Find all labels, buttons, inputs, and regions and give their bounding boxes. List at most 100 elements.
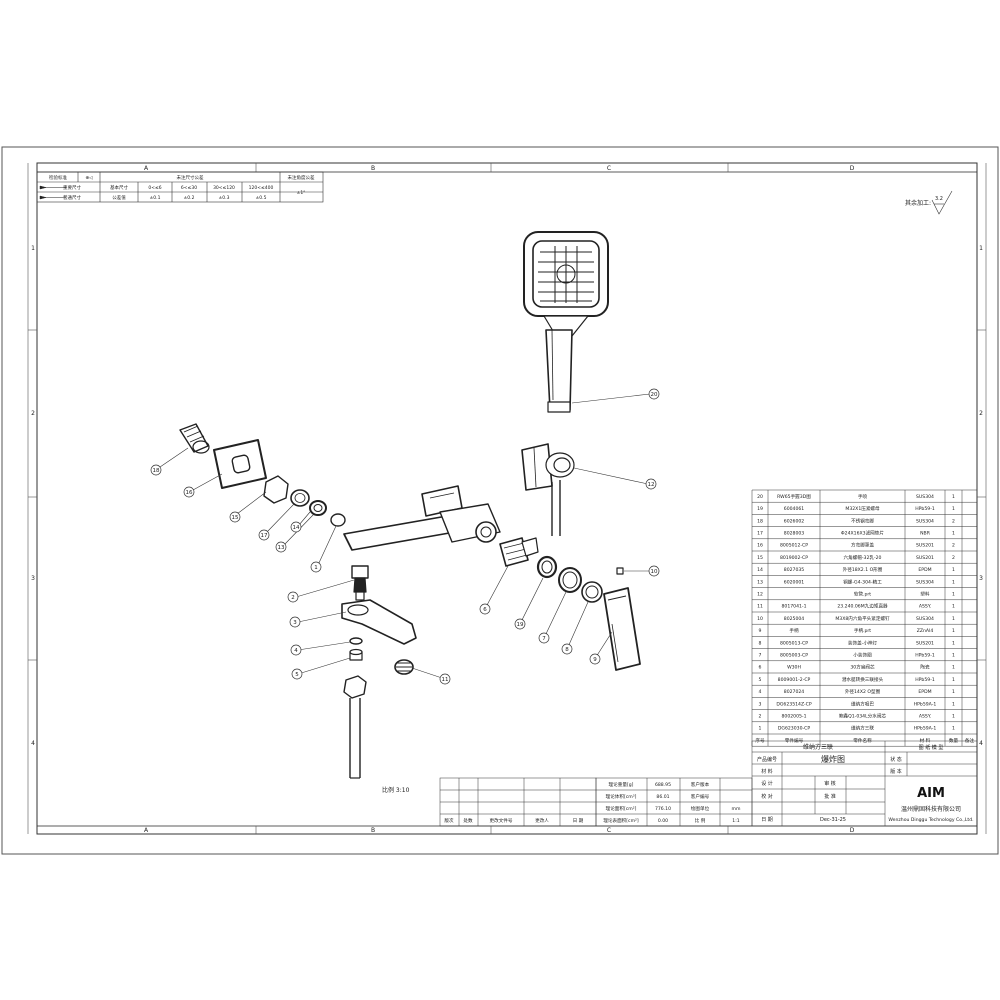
diverter-part (351, 565, 369, 601)
callout-17: 17 (261, 533, 268, 539)
area-value: 776.10 (655, 806, 671, 812)
main-body-part (343, 485, 501, 551)
bom-row-16-name: 方弯脚罩盖 (851, 542, 874, 549)
bom-row-4-material: EPDM (918, 689, 931, 695)
bom-row-17-material: NBR (920, 531, 931, 537)
bom-row-15-code: 8019002-CP (780, 555, 808, 561)
bom-header-qty: 数量 (949, 737, 959, 744)
hose-part (343, 675, 367, 779)
weight-value: 688.95 (655, 782, 671, 788)
callout-14: 14 (293, 525, 300, 531)
value-1: ±0.1 (150, 195, 161, 201)
bom-row-2-name: 鲍鑫Q1-034L分水阀芯 (839, 713, 886, 720)
zone-col-top-b: B (371, 165, 375, 172)
surface-finish-icon (931, 190, 953, 215)
bom-row-8-code: 8005013-CP (780, 640, 808, 646)
material-label: 材 料 (761, 768, 773, 775)
bom-row-15-qty: 2 (952, 555, 955, 561)
important-dim-label: 重要尺寸 (63, 184, 81, 191)
bom-row-6-no: 6 (759, 665, 762, 671)
company-logo: AIM (917, 786, 945, 801)
bom-row-16-qty: 2 (952, 543, 955, 549)
bom-row-8-qty: 1 (952, 640, 955, 646)
callout-5: 5 (295, 672, 299, 678)
bom-row-2-material: ASSY. (919, 714, 931, 720)
bom-row-17-code: 8028003 (784, 531, 805, 537)
callout-18: 18 (153, 468, 160, 474)
bom-row-15-material: SUS201 (916, 555, 934, 561)
hex-nut-part (263, 475, 289, 504)
projection-symbol: ⊕◁ (85, 176, 93, 181)
bom-row-3-name: 维纳方咀巴 (851, 700, 874, 707)
zone-row-left-2: 2 (31, 410, 35, 417)
review-label: 审 核 (824, 780, 836, 787)
arrow-icon-important (39, 185, 66, 190)
bom-row-3-material: HPb59A-1 (914, 701, 937, 707)
bom-row-3-qty: 1 (952, 701, 955, 707)
revision-col-person: 更改人 (535, 817, 549, 824)
set-screw-part (616, 567, 624, 575)
bom-row-12-name: 软管.prt (854, 591, 871, 598)
bom-row-4-code: 8027024 (784, 689, 805, 695)
product-name: 维纳方三联 (803, 743, 833, 751)
date-value: Dec-31-25 (820, 817, 846, 823)
bom-row-2-code: 8002005-1 (781, 714, 806, 720)
bom-row-20-qty: 1 (952, 494, 955, 500)
bom-row-14-code: 8027035 (784, 567, 805, 573)
bom-row-8-name: 装饰盖-小神灯 (848, 639, 878, 646)
value-2: ±0.2 (184, 195, 195, 201)
bom-row-17-qty: 1 (952, 531, 955, 537)
zone-row-left-1: 1 (31, 245, 35, 252)
bom-row-14-no: 14 (757, 567, 763, 573)
bom-table (751, 489, 978, 747)
bom-row-6-qty: 1 (952, 665, 955, 671)
aerator-part (394, 659, 414, 675)
range-1: 0<≤6 (148, 185, 161, 191)
bom-row-19-name: M32X1压紧螺母 (845, 505, 880, 512)
bom-row-13-code: 6020001 (784, 579, 805, 585)
status-label: 状 态 (890, 756, 902, 763)
bom-row-20-no: 20 (757, 494, 763, 500)
bom-row-3-code: DG623514Z-CP (776, 701, 812, 707)
bom-row-20-name: 手喷 (858, 493, 868, 500)
callout-9: 9 (593, 657, 597, 663)
bom-row-11-code: 8017041-1 (781, 604, 806, 610)
callout-10: 10 (651, 569, 658, 575)
product-code-label: 产品编号 (757, 756, 777, 763)
bom-row-9-qty: 1 (952, 628, 955, 634)
callout-8: 8 (565, 647, 569, 653)
range-4: 120<≤400 (249, 185, 274, 191)
bom-row-19-no: 19 (757, 506, 763, 512)
bom-row-1-name: 维纳方三联 (851, 725, 874, 732)
bom-row-19-code: 6004061 (784, 506, 805, 512)
bom-row-6-code: W30H (787, 665, 801, 671)
zone-row-right-1: 1 (979, 245, 983, 252)
bom-row-10-no: 10 (757, 616, 763, 622)
scale-label: 比 例 (695, 817, 706, 824)
surface-area-label: 理论表面积[cm²] (603, 817, 639, 824)
hand-shower-part (523, 231, 609, 413)
exploded-view (179, 231, 641, 779)
bom-row-12-material: 塑料 (920, 591, 930, 598)
approve-label: 批 准 (824, 793, 836, 800)
bom-row-7-qty: 1 (952, 653, 955, 659)
tolerance-table (36, 171, 324, 203)
zone-col-top-a: A (144, 165, 149, 172)
zone-col-top-c: C (607, 165, 611, 172)
arrow-icon-normal (39, 195, 66, 200)
bom-row-9-no: 9 (759, 628, 762, 634)
bom-row-10-qty: 1 (952, 616, 955, 622)
press-nut-part (536, 555, 558, 579)
company-name-cn: 温州鼎固科技有限公司 (901, 805, 961, 813)
bom-row-11-material: ASSY. (919, 604, 931, 610)
bom-row-7-material: HPb59-1 (915, 653, 935, 659)
spout-part (341, 599, 417, 645)
bom-row-18-qty: 2 (952, 518, 955, 524)
bom-row-10-code: 8025004 (784, 616, 805, 622)
bom-row-13-material: SUS304 (916, 579, 934, 585)
bom-row-5-code: 8009001-2-CP (778, 677, 811, 683)
revision-col-count: 处数 (463, 817, 473, 824)
surface-finish-value: 3.2 (935, 196, 943, 202)
bom-row-14-material: EPDM (918, 567, 931, 573)
revision-col-date: 日 期 (573, 818, 584, 824)
